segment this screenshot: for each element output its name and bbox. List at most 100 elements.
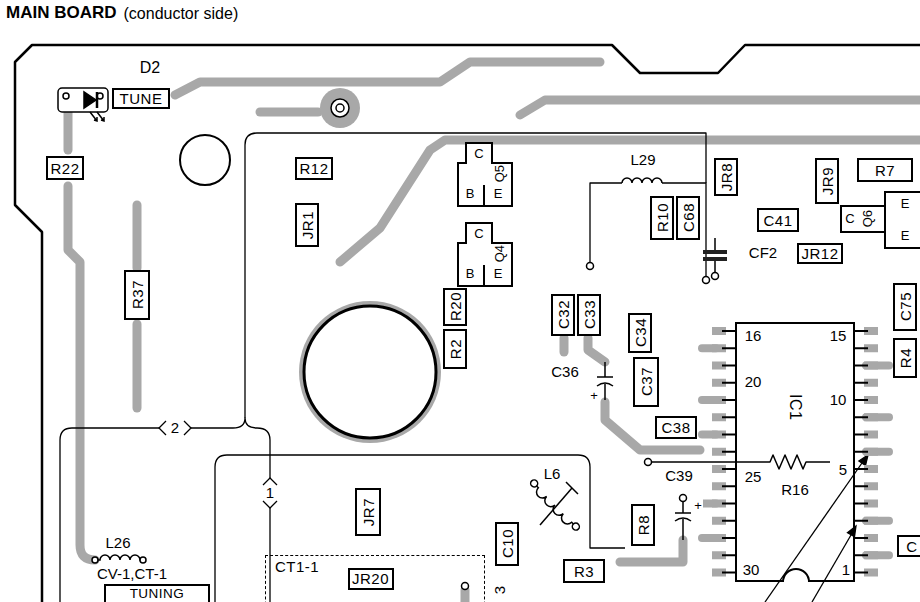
copper-trace: [64, 110, 73, 150]
part-label: C32: [556, 300, 571, 329]
component-box: R7: [857, 158, 913, 182]
callout-label: 10: [829, 392, 848, 409]
led-symbol: [96, 92, 99, 108]
capacitor-symbol: [675, 502, 691, 540]
led-symbol: [58, 88, 108, 121]
inductor-symbol: [566, 482, 578, 494]
ic-pin: [855, 382, 868, 384]
ic-notch: [783, 569, 809, 582]
outline-line: [245, 133, 706, 418]
transistor-footprint: [458, 143, 920, 286]
ic-pin: [722, 503, 735, 505]
ic-pin: [855, 416, 868, 418]
part-label: C10: [500, 529, 515, 558]
part-label: R22: [50, 161, 79, 176]
part-label: R10: [655, 203, 670, 232]
transistor-footprint: [458, 223, 512, 286]
callout-label: 25: [744, 469, 763, 486]
component-box: JR8: [714, 158, 738, 196]
outline-line: [590, 183, 622, 262]
callout-label: 1: [265, 485, 275, 502]
part-label: C75: [898, 292, 913, 321]
component-box: C34: [628, 313, 652, 353]
part-label: IC1: [787, 394, 803, 420]
ic-notch: [781, 566, 811, 583]
callout-label: 30: [742, 562, 761, 579]
callout-label: C: [473, 227, 484, 241]
part-label: R4: [898, 348, 913, 368]
part-label: JR9: [820, 167, 835, 195]
inductor-symbol: [530, 483, 576, 530]
component-box: C41: [757, 208, 799, 232]
component-box: R37: [124, 270, 150, 320]
component-box: TUNE: [112, 88, 170, 109]
callout-label: 1: [841, 562, 851, 579]
callout-label: 15: [829, 328, 848, 345]
component-box: JR12: [797, 243, 843, 264]
part-label: C41: [763, 213, 792, 228]
ic-pin: [855, 503, 868, 505]
callout-label: C: [844, 212, 855, 226]
solder-pad: [680, 495, 687, 502]
mounting-hole: [304, 306, 436, 438]
ground-ring: [320, 88, 360, 128]
callout-label: C36: [550, 364, 580, 381]
dashed-part-outline: CT1-1JR20: [265, 555, 485, 602]
mounting-hole: [180, 135, 230, 185]
component-box: JR1: [295, 203, 319, 247]
callout-label: E: [493, 267, 504, 281]
copper-trace: [560, 338, 569, 352]
callout-label: CV-1,CT-1: [96, 566, 168, 583]
inductor-symbol: [571, 522, 581, 532]
inductor-symbol: [92, 178, 662, 563]
callout-label: Q6: [860, 210, 876, 227]
component-box: C: [897, 535, 920, 557]
callout-label: C: [473, 147, 484, 161]
copper-trace: [260, 108, 318, 117]
copper-trace: [461, 590, 470, 602]
callout-label: Q4: [492, 245, 508, 262]
component-box: C68: [676, 196, 700, 240]
callout-label: +: [693, 499, 703, 513]
part-label: TUNING: [130, 587, 185, 601]
mounting-hole: [180, 135, 441, 443]
ic-pin: [855, 554, 868, 556]
solder-pad: [462, 583, 469, 590]
capacitor-symbol: [703, 250, 727, 254]
inductor-symbol: [540, 488, 572, 525]
ic-pin: [702, 327, 889, 577]
callout-label: Q5: [492, 165, 508, 182]
inductor-symbol: [527, 478, 580, 533]
part-label: JR20: [352, 571, 389, 586]
led-symbol: [58, 88, 108, 112]
ic-pin: [855, 537, 868, 539]
outline-line: [263, 501, 277, 508]
component-box: R10: [650, 196, 674, 240]
copper-trace: [68, 186, 95, 560]
copper-trace: [605, 402, 700, 450]
component-box: JR7: [355, 488, 381, 536]
transistor-footprint: [483, 185, 485, 206]
transistor-footprint: [884, 206, 886, 232]
callout-label: +: [589, 389, 599, 403]
inductor-symbol: [92, 557, 98, 563]
solder-pad: [462, 263, 719, 590]
ic-pin: [855, 330, 868, 332]
leader-arrow: [812, 535, 851, 602]
outline-line: [215, 455, 625, 602]
part-label: C33: [582, 300, 597, 329]
board-outline: [15, 45, 920, 602]
ic-pin: [722, 554, 735, 556]
led-symbol: [63, 93, 69, 99]
part-label: R8: [636, 515, 651, 535]
ic-pin: [722, 434, 735, 436]
ic-pin: [722, 468, 735, 470]
part-label: C38: [661, 420, 690, 435]
solder-pad: [645, 459, 652, 466]
ic-pin: [855, 520, 868, 522]
callout-label: E: [493, 187, 504, 201]
component-box: R12: [295, 157, 333, 180]
outline-line: [60, 133, 706, 602]
component-box: R22: [46, 156, 84, 180]
callout-label: L6: [543, 466, 562, 483]
